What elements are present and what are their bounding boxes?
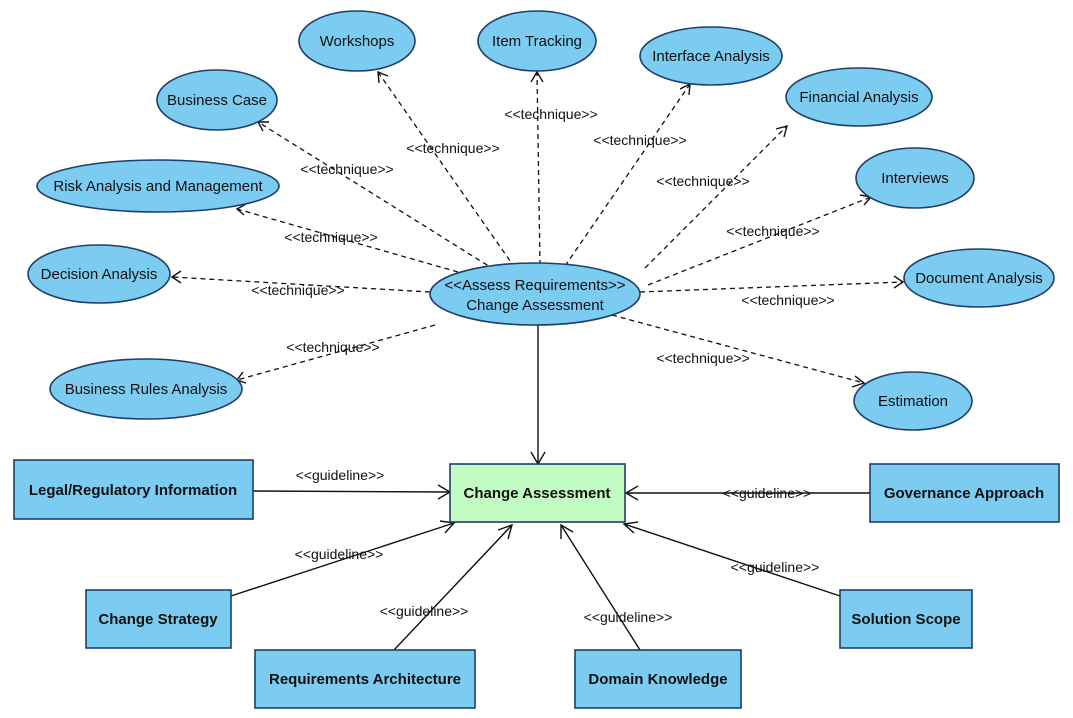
label-guideline-solution-scope: <<guideline>> [731,559,820,575]
edge-workshops [377,71,516,269]
financial-analysis-label: Financial Analysis [799,89,918,106]
box-requirements-architecture[interactable]: Requirements Architecture [254,649,476,709]
arrowhead [560,523,574,539]
label-technique-estimation: <<technique>> [656,350,749,366]
document-analysis-label: Document Analysis [915,270,1043,287]
arrowhead [256,121,269,132]
ellipse-financial-analysis[interactable]: Financial Analysis [785,67,933,127]
label-guideline-legal: <<guideline>> [296,467,385,483]
requirements-architecture-label: Requirements Architecture [269,671,461,688]
technique-connectors [170,70,905,388]
label-technique-document: <<technique>> [741,292,834,308]
box-governance-approach[interactable]: Governance Approach [869,463,1060,523]
arrowhead [622,521,639,534]
ellipse-risk-analysis[interactable]: Risk Analysis and Management [36,159,280,213]
edge-legal [252,490,451,493]
ellipse-decision-analysis[interactable]: Decision Analysis [27,244,171,304]
edge-item-tracking [536,71,541,266]
governance-approach-label: Governance Approach [884,485,1044,502]
edge-financial-analysis [644,125,788,269]
ellipse-interviews[interactable]: Interviews [855,147,975,209]
arrowhead [624,485,639,501]
label-technique-decision: <<technique>> [251,282,344,298]
ellipse-workshops[interactable]: Workshops [298,10,416,72]
change-strategy-label: Change Strategy [98,611,218,628]
edge-domain-knowledge [560,524,641,651]
edge-estimation [611,314,865,384]
interviews-label: Interviews [881,170,949,187]
assess-stereotype-label: <<Assess Requirements>> [445,277,626,294]
ellipse-interface-analysis[interactable]: Interface Analysis [639,26,783,86]
box-change-assessment[interactable]: Change Assessment [449,463,626,523]
arrowhead [893,275,905,289]
label-technique-workshops: <<technique>> [406,140,499,156]
edge-interviews [647,196,872,286]
box-solution-scope[interactable]: Solution Scope [839,589,973,649]
box-change-strategy[interactable]: Change Strategy [85,589,232,649]
label-technique-risk: <<technique>> [284,229,377,245]
edge-document-analysis [639,281,904,293]
label-technique-business-rules: <<technique>> [286,339,379,355]
box-legal-regulatory[interactable]: Legal/Regulatory Information [13,459,254,520]
risk-analysis-label: Risk Analysis and Management [53,178,263,195]
edge-business-case [257,121,496,271]
arrowhead [775,125,788,138]
label-technique-business-case: <<technique>> [300,161,393,177]
arrowhead [497,523,514,540]
guideline-connectors [230,325,870,651]
estimation-label: Estimation [878,393,948,410]
arrowhead [235,203,247,216]
label-guideline-domain-knowledge: <<guideline>> [584,609,673,625]
ellipse-document-analysis[interactable]: Document Analysis [903,248,1055,308]
label-guideline-requirements-architecture: <<guideline>> [380,603,469,619]
ellipse-item-tracking[interactable]: Item Tracking [477,10,597,72]
edge-requirements-architecture [393,524,513,651]
label-technique-interface: <<technique>> [593,132,686,148]
edge-change-strategy [230,522,455,597]
business-rules-label: Business Rules Analysis [65,381,228,398]
arrowhead [439,520,456,534]
edge-solution-scope [623,523,841,597]
label-technique-item-tracking: <<technique>> [504,106,597,122]
arrowhead [170,270,182,284]
arrowhead [377,70,389,84]
decision-analysis-label: Decision Analysis [41,266,158,283]
item-tracking-label: Item Tracking [492,33,582,50]
assess-name-label: Change Assessment [466,297,604,314]
label-technique-interviews: <<technique>> [726,223,819,239]
stereotype-labels: <<technique>> <<technique>> <<technique>… [251,106,834,625]
change-assessment-label: Change Assessment [464,485,611,502]
ellipse-estimation[interactable]: Estimation [853,371,973,431]
interface-analysis-label: Interface Analysis [652,48,770,65]
domain-knowledge-label: Domain Knowledge [588,671,727,688]
label-guideline-change-strategy: <<guideline>> [295,546,384,562]
edge-interface-analysis [564,83,691,267]
label-technique-financial: <<technique>> [656,173,749,189]
arrowhead [530,70,544,83]
arrowhead [851,375,866,388]
ellipse-assess-requirements[interactable]: <<Assess Requirements>> Change Assessmen… [429,262,641,326]
ellipse-business-rules[interactable]: Business Rules Analysis [49,358,243,420]
legal-regulatory-label: Legal/Regulatory Information [29,482,237,499]
edge-business-rules [236,324,436,381]
business-case-label: Business Case [167,92,267,109]
ellipse-business-case[interactable]: Business Case [156,69,278,131]
edge-risk-analysis [236,208,459,273]
workshops-label: Workshops [320,33,395,50]
solution-scope-label: Solution Scope [851,611,960,628]
edge-decision-analysis [171,276,431,293]
box-domain-knowledge[interactable]: Domain Knowledge [574,649,742,709]
label-guideline-governance: <<guideline>> [723,485,812,501]
